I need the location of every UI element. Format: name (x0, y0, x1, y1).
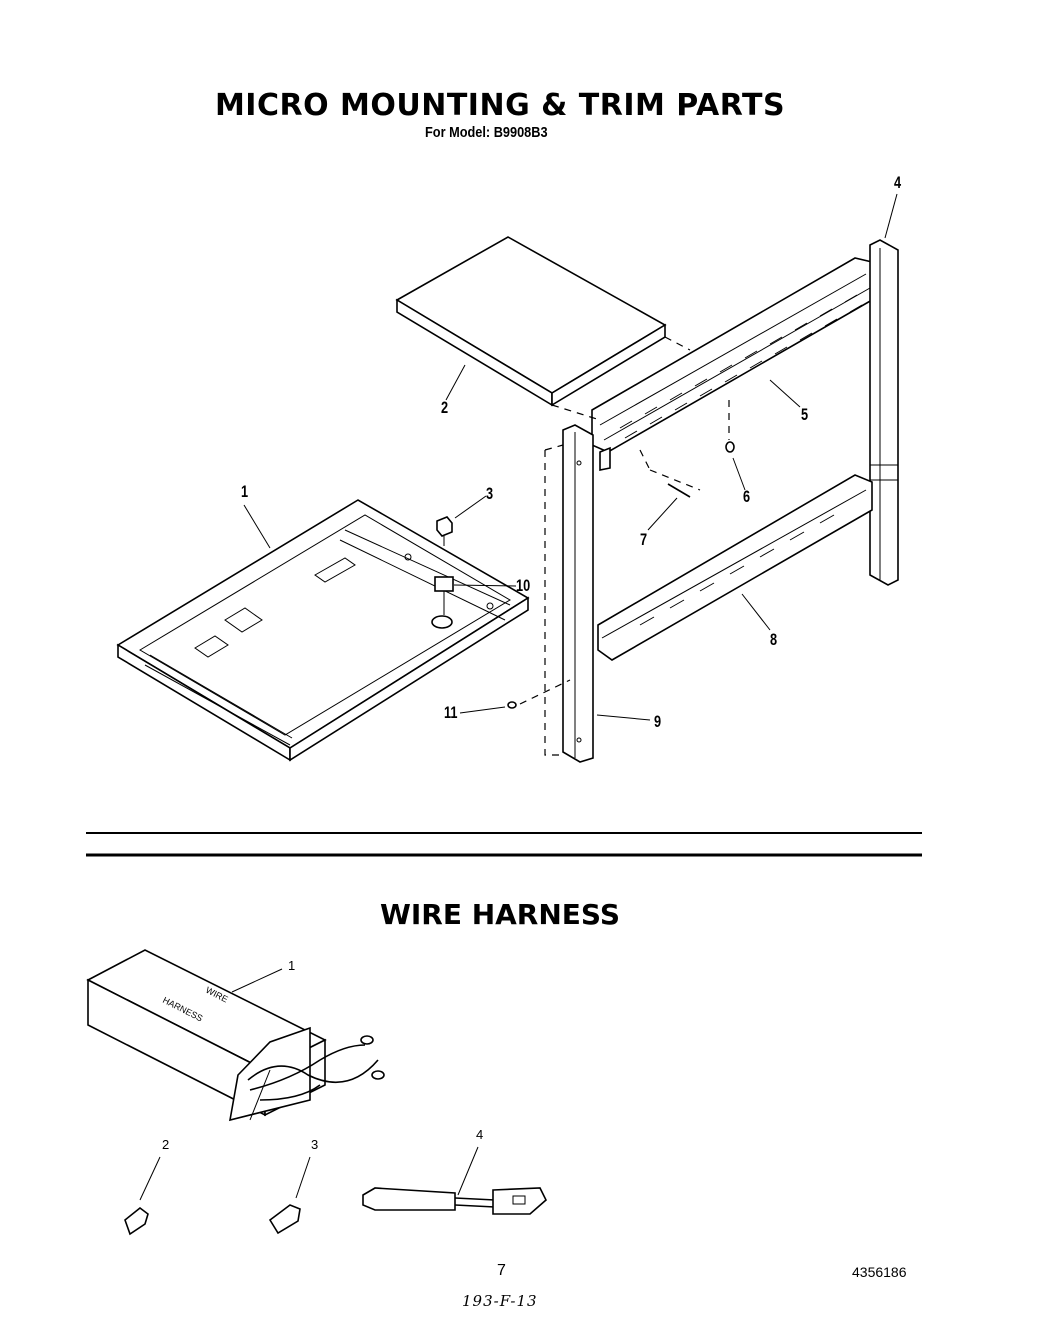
part-8-lower-trim (597, 474, 873, 661)
section-title-wire-harness: WIRE HARNESS (379, 898, 621, 931)
terminal-part-3 (268, 1204, 301, 1235)
harness-callout-3: 3 (311, 1137, 319, 1152)
model-subtitle: For Model: B9908B3 (425, 124, 548, 141)
part-1-mounting-tray (116, 499, 530, 762)
part-3-screw (436, 516, 453, 546)
callout-5: 5 (801, 405, 809, 424)
section-title-mounting: MICRO MOUNTING & TRIM PARTS (214, 88, 786, 123)
page-number: 7 (497, 1262, 506, 1279)
part-11-screw (507, 701, 517, 709)
harness-callout-2: 2 (162, 1137, 170, 1152)
callout-2: 2 (441, 398, 449, 417)
alignment-lines (519, 336, 730, 756)
callout-9: 9 (654, 712, 662, 731)
callout-10: 10 (516, 576, 531, 595)
callout-1: 1 (241, 482, 249, 501)
document-number: 4356186 (852, 1264, 907, 1280)
part-6-screw (725, 441, 735, 453)
terminal-part-2 (124, 1206, 149, 1236)
leader-lines-section1 (243, 193, 898, 721)
callout-4: 4 (894, 173, 902, 192)
part-9-left-trim (562, 424, 594, 763)
wire-harness-connector (362, 1187, 547, 1215)
callout-7: 7 (640, 530, 648, 549)
harness-callout-4: 4 (476, 1127, 484, 1142)
harness-callout-1: 1 (288, 958, 296, 973)
part-4-right-trim (869, 239, 899, 586)
part-10-bracket (431, 576, 454, 629)
part-7-screw (667, 483, 691, 498)
callout-8: 8 (770, 630, 778, 649)
leader-lines-section2 (139, 968, 479, 1201)
callout-6: 6 (743, 487, 751, 506)
callout-11: 11 (444, 703, 458, 722)
handwritten-note: 193-F-13 (462, 1292, 538, 1310)
part-5-upper-trim (591, 257, 873, 471)
wire-harness-box (86, 949, 385, 1122)
part-2-top-panel (395, 236, 667, 407)
callout-3: 3 (486, 484, 494, 503)
